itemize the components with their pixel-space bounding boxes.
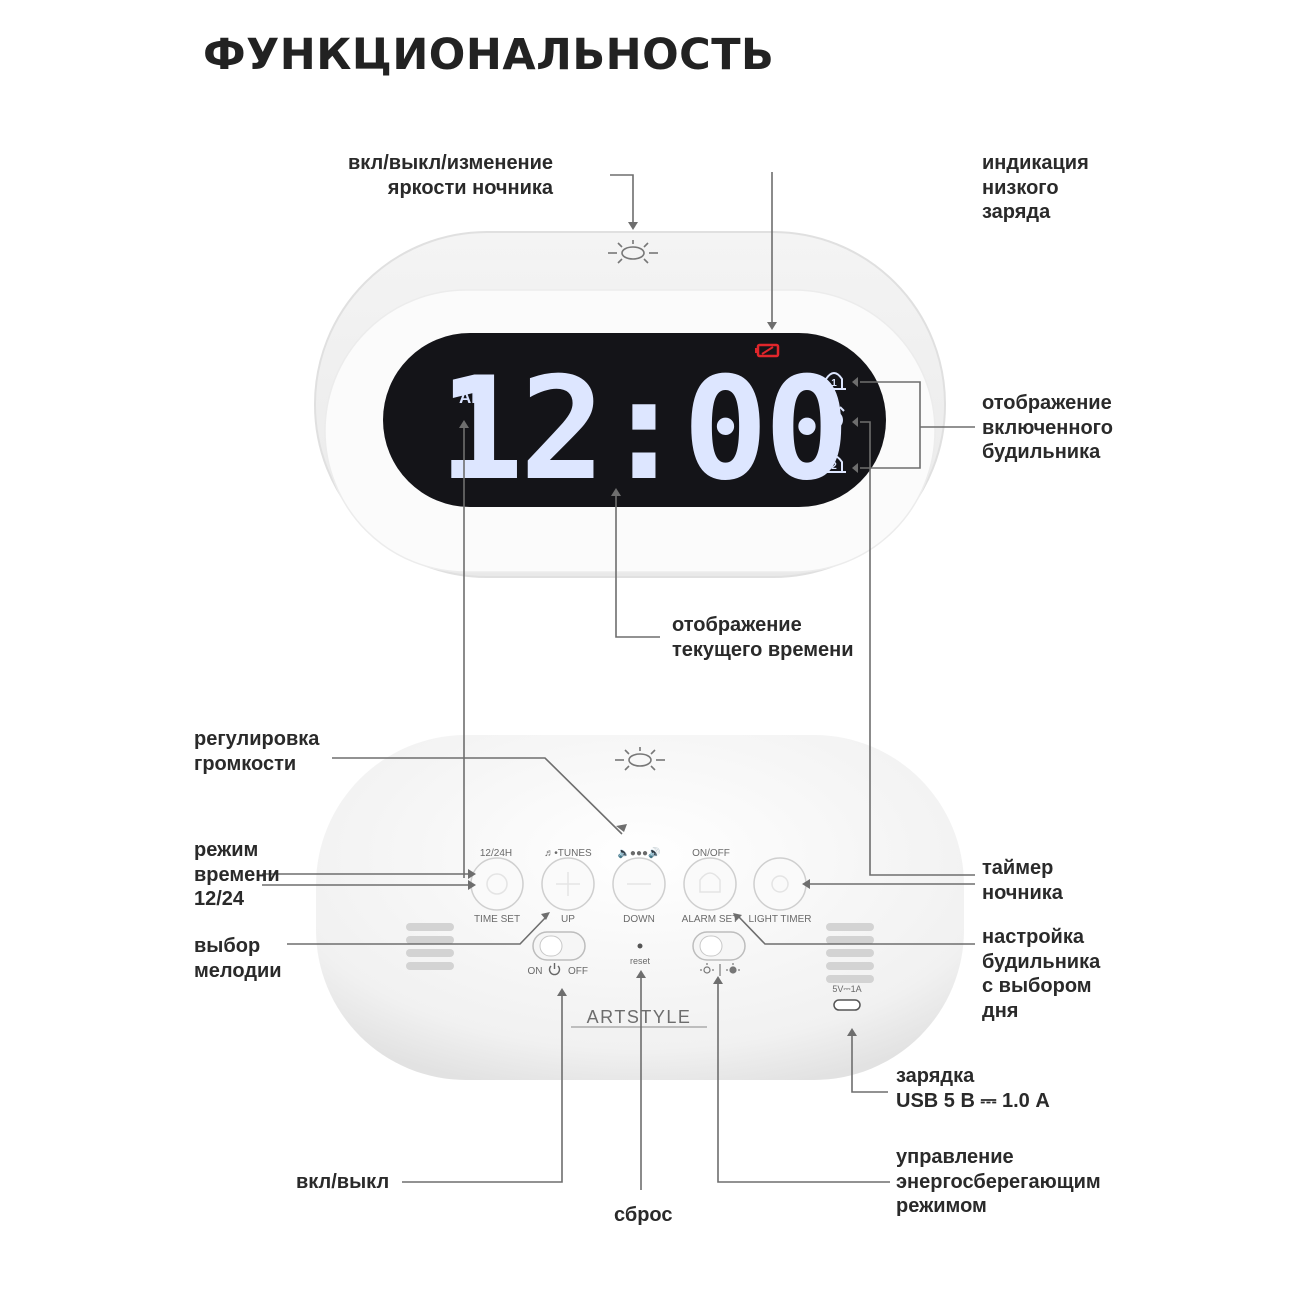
nightlight-sun-icon[interactable]: [608, 240, 658, 264]
btn-caption-down: DOWN: [623, 914, 655, 925]
light-timer-button[interactable]: [753, 857, 807, 911]
alarm2-number: 2: [831, 461, 837, 472]
btn-label-volume: 🔈●●●🔊: [617, 846, 660, 859]
btn-label-1224: 12/24H: [480, 848, 512, 859]
leader-arrowheads: [459, 222, 858, 1036]
time-set-button[interactable]: [470, 857, 524, 911]
alarm-set-button[interactable]: [683, 857, 737, 911]
alarm1-number: 1: [831, 378, 837, 389]
alarm1-bell-icon: [822, 372, 846, 390]
label-power: вкл/выкл: [296, 1171, 390, 1193]
time-readout: 12:00: [438, 347, 845, 512]
page-title: ФУНКЦИОНАЛЬНОСТЬ: [203, 30, 775, 80]
energy-switch-knob[interactable]: [699, 935, 723, 957]
leader-lines: [262, 172, 975, 1190]
power-icon: [548, 963, 561, 976]
speaker-grille-left: [406, 923, 454, 970]
brand-logo: ARTSTYLE: [587, 1007, 692, 1027]
btn-caption-alarm-set: ALARM SET: [682, 914, 739, 925]
usb-rating: 5V⎓1A: [832, 984, 861, 994]
speaker-grille-right: [826, 923, 874, 983]
usb-port[interactable]: [833, 999, 861, 1011]
power-off-label: OFF: [568, 966, 588, 977]
reset-hole[interactable]: [637, 943, 643, 949]
alarm-clock-icon: [823, 406, 845, 429]
back-sun-icon: [615, 747, 665, 771]
back-clock: 12/24H ♬•TUNES 🔈●●●🔊 ON/OFF TIME SET UP …: [316, 735, 964, 1080]
alarm2-bell-icon: [822, 455, 846, 473]
btn-caption-time-set: TIME SET: [474, 914, 520, 925]
btn-label-tunes: ♬•TUNES: [544, 848, 592, 859]
front-clock: AM 12:00 1 2: [314, 231, 946, 578]
low-battery-icon: [755, 343, 780, 358]
label-reset: сброс: [614, 1204, 673, 1226]
clock-screen: [383, 333, 886, 507]
power-on-label: ON: [528, 966, 543, 977]
am-indicator: AM: [459, 388, 485, 407]
btn-caption-light-timer: LIGHT TIMER: [749, 914, 812, 925]
power-switch-knob[interactable]: [539, 935, 563, 957]
btn-label-onoff: ON/OFF: [692, 848, 730, 859]
energy-mode-icons: [700, 963, 740, 976]
btn-caption-up: UP: [561, 914, 575, 925]
button-glyphs: [486, 872, 789, 896]
reset-label: reset: [630, 956, 651, 966]
